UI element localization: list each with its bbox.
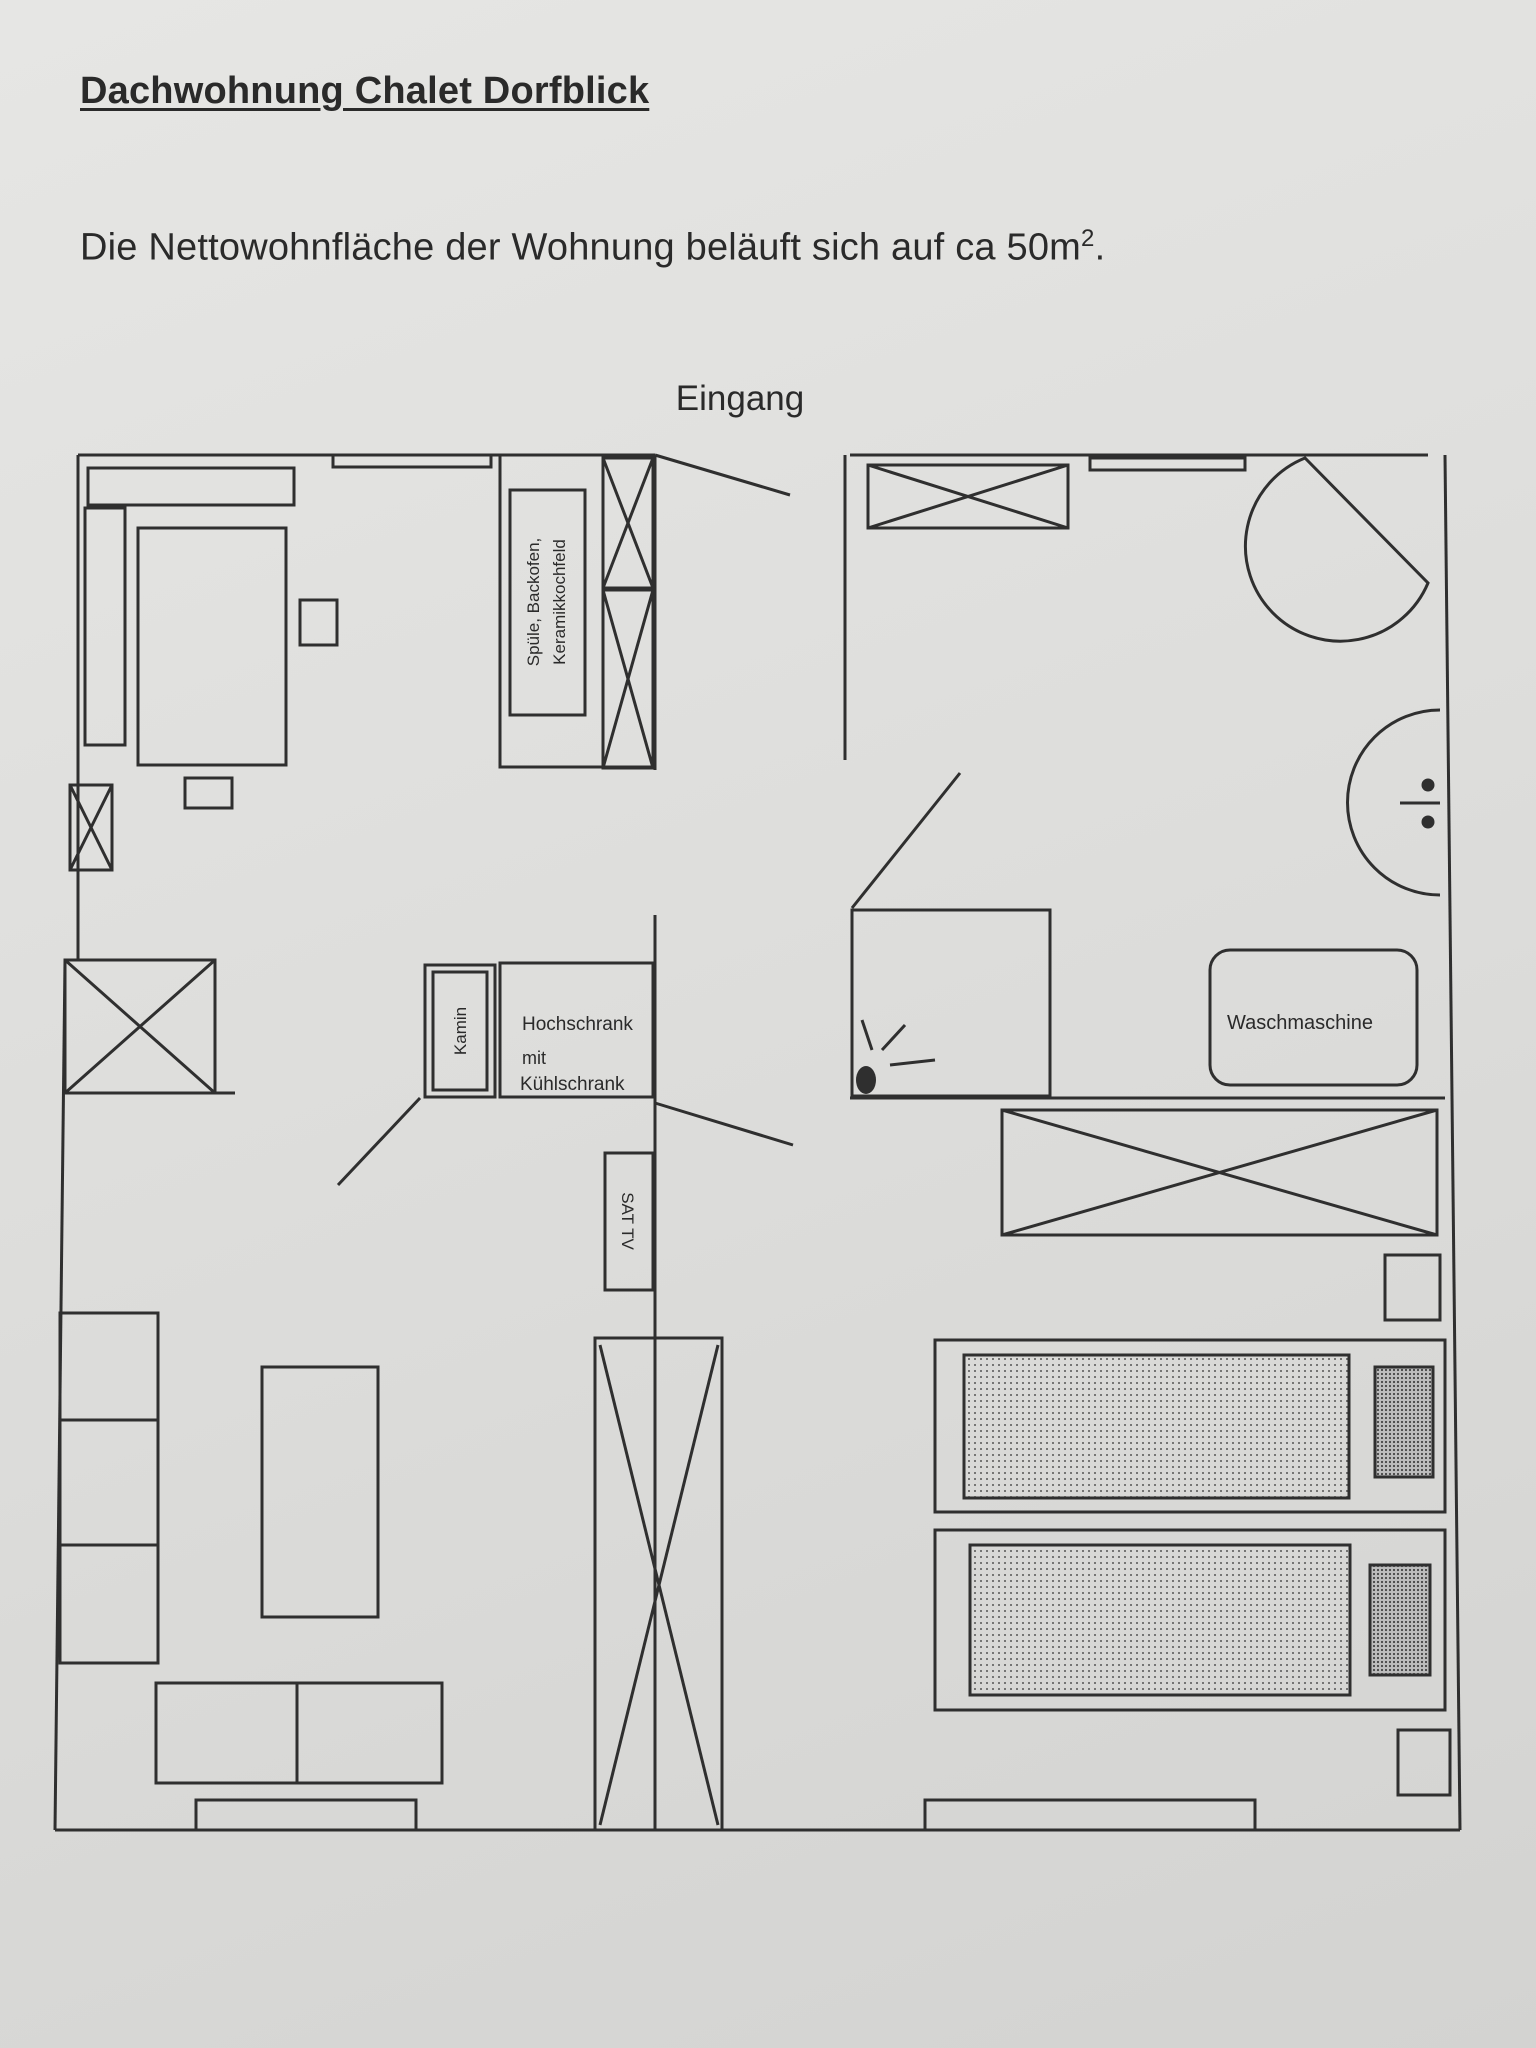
nightstand-bottom bbox=[1396, 1728, 1452, 1797]
cabinet-label-line3: Kühlschrank bbox=[520, 1074, 625, 1095]
wardrobe-right bbox=[1000, 1108, 1439, 1237]
tv-label: SAT TV bbox=[618, 1192, 637, 1250]
dining-chair bbox=[298, 598, 339, 647]
windows bbox=[194, 453, 1257, 1832]
area-statement: Die Nettowohnfläche der Wohnung beläuft … bbox=[80, 225, 1105, 270]
washing-machine bbox=[1208, 948, 1419, 1087]
doors bbox=[336, 453, 962, 1187]
coffee-table bbox=[260, 1365, 380, 1619]
page-title: Dachwohnung Chalet Dorfblick bbox=[80, 70, 650, 112]
fireplace-label: Kamin bbox=[451, 1007, 470, 1055]
kitchen-label-line2: Keramikkochfeld bbox=[550, 539, 569, 665]
tall-cabinet-fridge bbox=[498, 961, 655, 1099]
wardrobe-center bbox=[593, 1336, 724, 1832]
wardrobe-left bbox=[63, 958, 217, 1095]
toilet-room bbox=[850, 908, 1052, 1098]
nightstand-top bbox=[1383, 1253, 1442, 1322]
cabinet-label-line1: Hochschrank bbox=[522, 1014, 633, 1035]
sideboard bbox=[154, 1681, 444, 1785]
bed-2 bbox=[933, 1528, 1447, 1712]
bath-cabinet bbox=[866, 463, 1070, 530]
small-cabinet bbox=[68, 783, 114, 872]
sofa bbox=[58, 1311, 160, 1665]
washer-label: Waschmaschine bbox=[1227, 1012, 1373, 1034]
kitchen-label-line1: Spüle, Backofen, bbox=[524, 538, 543, 667]
toilet-light bbox=[856, 1019, 936, 1094]
cabinet-label-line2: mit bbox=[522, 1048, 546, 1068]
dining-chair-bottom bbox=[183, 776, 234, 810]
area-unit-exponent: 2 bbox=[1081, 225, 1095, 252]
kitchen-counter bbox=[498, 453, 655, 769]
kitchen-cabinets bbox=[601, 456, 655, 770]
tv-stand bbox=[603, 1151, 655, 1292]
area-text-end: . bbox=[1094, 226, 1106, 269]
shower bbox=[1243, 456, 1430, 643]
bed-1 bbox=[933, 1338, 1447, 1514]
area-text: Die Nettowohnfläche der Wohnung beläuft … bbox=[80, 226, 1082, 269]
entrance-label: Eingang bbox=[676, 379, 804, 418]
corner-bench bbox=[83, 466, 296, 747]
fireplace bbox=[423, 963, 497, 1099]
washbasin bbox=[1346, 708, 1441, 897]
kitchen-label: Spüle, Backofen, Keramikkochfeld bbox=[524, 538, 569, 667]
dining-table bbox=[136, 526, 288, 767]
